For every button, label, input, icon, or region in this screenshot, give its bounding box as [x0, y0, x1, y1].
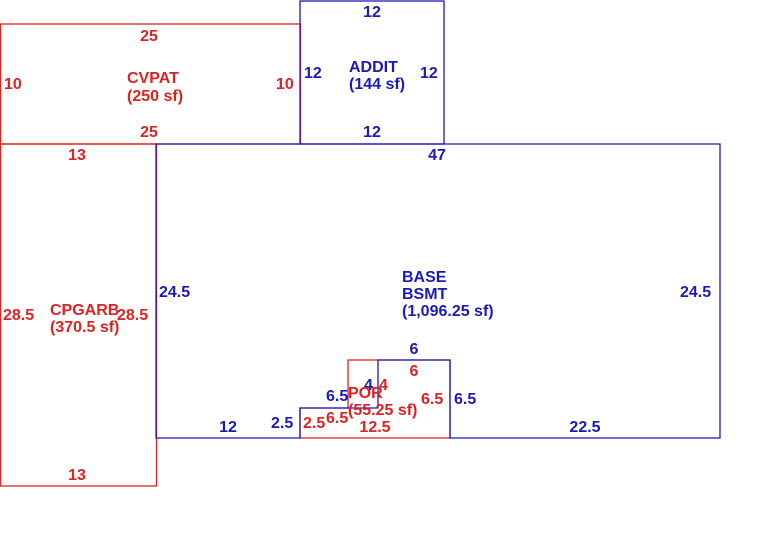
- por-dim-top: 6.5: [326, 410, 348, 427]
- cpgarb-dim-top: 13: [68, 147, 86, 164]
- addit-area: (144 sf): [349, 76, 405, 93]
- cvpat-dim-bottom: 25: [140, 124, 158, 141]
- base-dim-bottom-left: 12: [219, 419, 237, 436]
- cvpat-dim-right: 10: [276, 76, 294, 93]
- base-dim-step-left: 2.5: [271, 415, 293, 432]
- cvpat-dim-top: 25: [140, 28, 158, 45]
- cpgarb-dim-left: 28.5: [3, 307, 34, 324]
- por-dim-notch-top: 6: [410, 363, 419, 380]
- base-name: BASE: [402, 269, 447, 286]
- base-outline: [155, 143, 721, 439]
- base-dim-top: 47: [428, 147, 446, 164]
- cpgarb-area: (370.5 sf): [50, 319, 119, 336]
- addit-dim-top: 12: [363, 4, 381, 21]
- por-name: POR: [348, 385, 383, 402]
- addit-dim-right: 12: [420, 65, 438, 82]
- cvpat-dim-left: 10: [4, 76, 22, 93]
- addit-dim-bottom: 12: [363, 124, 381, 141]
- base-dim-step-top: 6.5: [326, 388, 348, 405]
- cpgarb-name: CPGARB: [50, 302, 119, 319]
- base-area: (1,096.25 sf): [402, 303, 494, 320]
- por-dim-bottom: 12.5: [359, 419, 390, 436]
- base-dim-notch-left: 4: [364, 377, 373, 394]
- cpgarb-dim-right: 28.5: [117, 307, 148, 324]
- base-dim-bottom-right: 22.5: [569, 419, 600, 436]
- por-dim-right: 6.5: [421, 391, 443, 408]
- por-area: (55.25 sf): [348, 402, 417, 419]
- addit-dim-left: 12: [304, 65, 322, 82]
- base-name-2: BSMT: [402, 286, 448, 303]
- base-dim-right: 24.5: [680, 284, 711, 301]
- cvpat-area: (250 sf): [127, 88, 183, 105]
- cvpat-name: CVPAT: [127, 70, 179, 87]
- base-dim-notch-top: 6: [410, 341, 419, 358]
- por-dim-notch-left: 4: [379, 377, 388, 394]
- cpgarb-dim-bottom: 13: [68, 467, 86, 484]
- base-dim-left: 24.5: [159, 284, 190, 301]
- por-dim-left: 2.5: [303, 415, 325, 432]
- base-dim-notch-right: 6.5: [454, 391, 476, 408]
- addit-name: ADDIT: [349, 59, 398, 76]
